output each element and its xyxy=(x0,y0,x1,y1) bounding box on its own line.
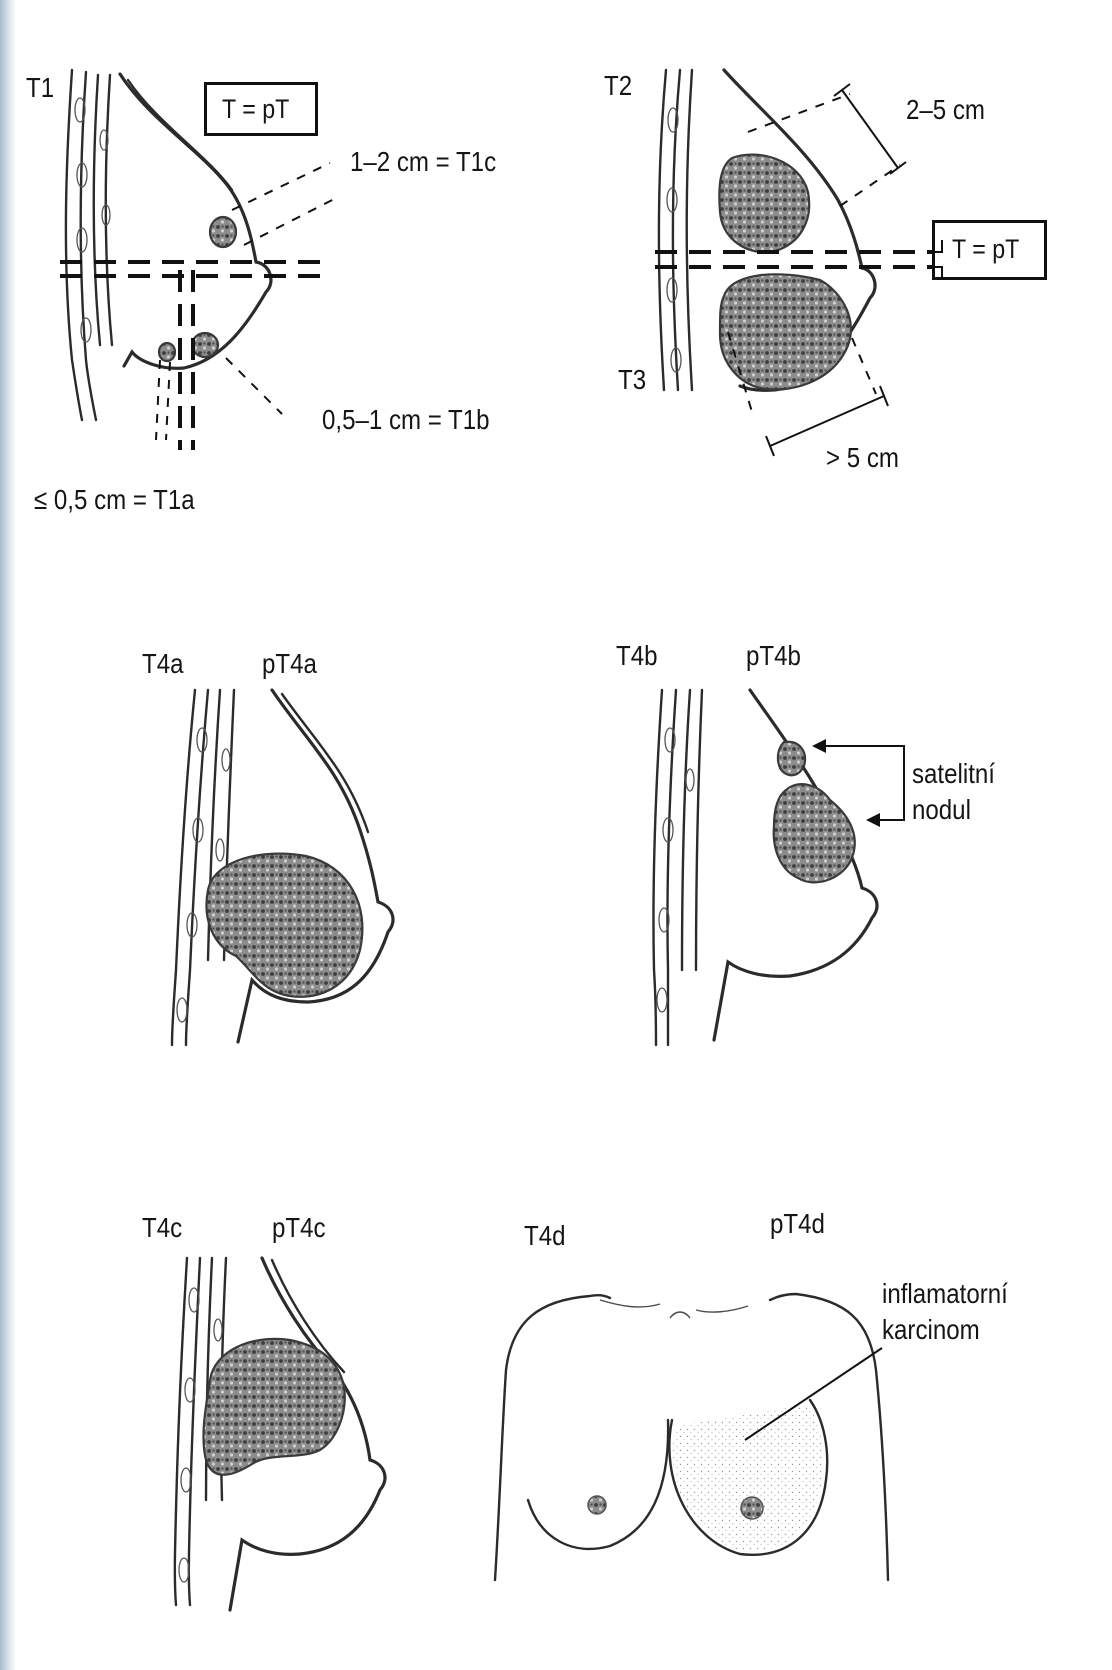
inflammatory-carcinoma-label-2: karcinom xyxy=(882,1316,980,1344)
t1-tag: T1 xyxy=(26,74,54,102)
t4c-tag: T4c xyxy=(142,1214,182,1242)
t2-box-label: T = pT xyxy=(952,236,1019,263)
t4d-torso-drawing xyxy=(495,1294,888,1580)
satellite-nodule-label-1: satelitní xyxy=(912,760,995,788)
t1-box-label: T = pT xyxy=(222,96,289,123)
t1a-size-label: ≤ 0,5 cm = T1a xyxy=(34,486,195,514)
t4d-tag: T4d xyxy=(524,1222,565,1250)
pt4c-tag: pT4c xyxy=(272,1214,326,1242)
t2-tag: T2 xyxy=(604,72,632,100)
t4a-tag: T4a xyxy=(142,650,183,678)
t2-t3-breast-drawing xyxy=(659,70,875,390)
t1c-size-label: 1–2 cm = T1c xyxy=(350,148,496,176)
pt4d-tag: pT4d xyxy=(770,1210,825,1238)
t2-t3-measure-lines xyxy=(655,84,942,456)
t4a-breast-drawing xyxy=(172,690,393,1045)
t1-measure-lines xyxy=(60,163,340,450)
t2-size-label: 2–5 cm xyxy=(906,96,985,124)
pt4a-tag: pT4a xyxy=(262,650,317,678)
pt4b-tag: pT4b xyxy=(746,642,801,670)
satellite-nodule-label-2: nodul xyxy=(912,796,971,824)
t4b-tag: T4b xyxy=(616,642,657,670)
t4b-breast-drawing xyxy=(653,690,876,1045)
t3-tag: T3 xyxy=(618,366,646,394)
t3-size-label: > 5 cm xyxy=(826,444,899,472)
t1b-size-label: 0,5–1 cm = T1b xyxy=(322,406,490,434)
t4c-breast-drawing xyxy=(175,1258,385,1610)
inflammatory-carcinoma-label-1: inflamatorní xyxy=(882,1280,1008,1308)
